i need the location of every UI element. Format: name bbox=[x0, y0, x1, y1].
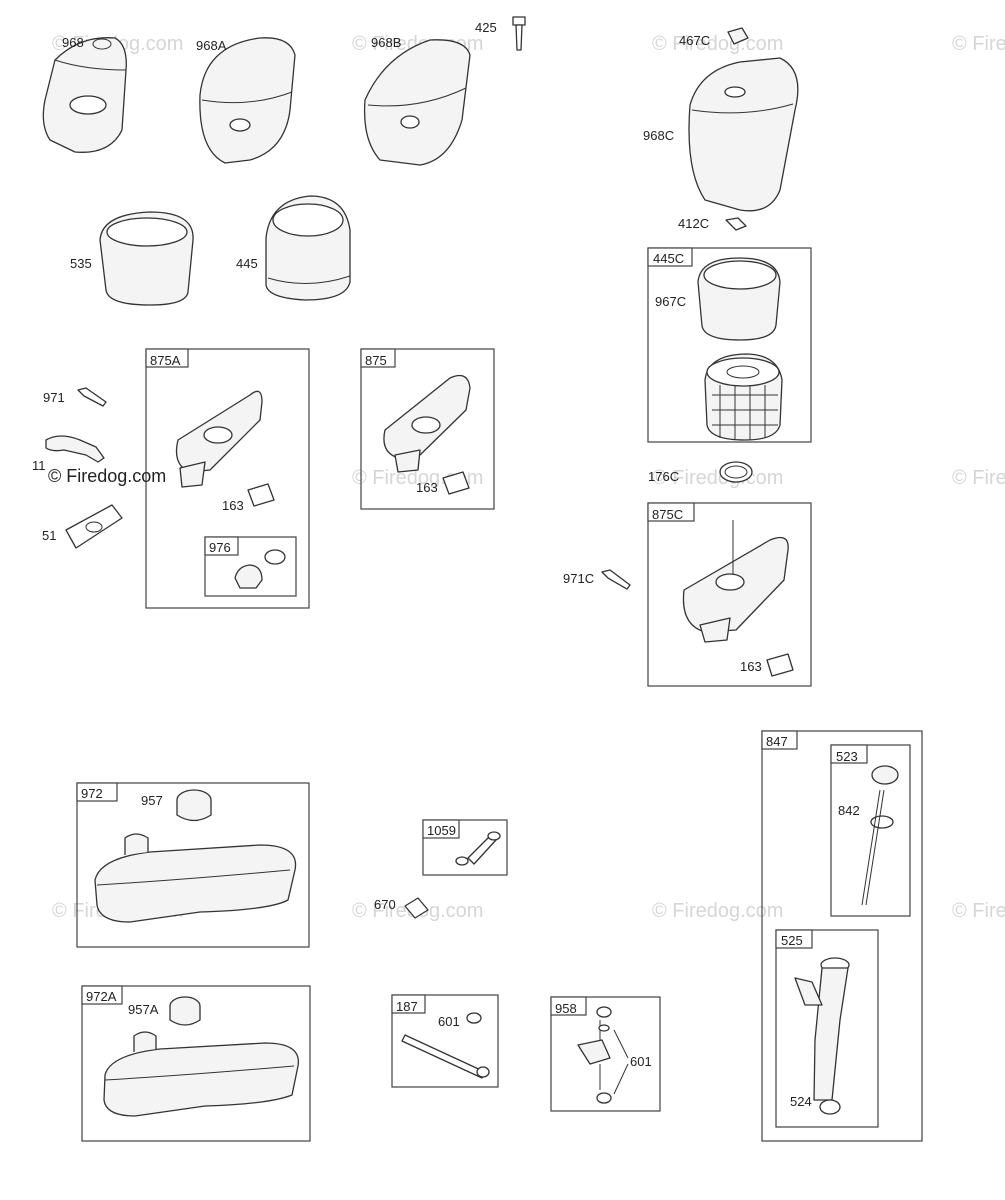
label-601: 601 bbox=[630, 1054, 652, 1069]
label-163: 163 bbox=[740, 659, 762, 674]
label-971c: 971C bbox=[563, 571, 594, 586]
label-467c: 467C bbox=[679, 33, 710, 48]
label-524: 524 bbox=[790, 1094, 812, 1109]
assembly-1059 bbox=[422, 819, 508, 876]
label-968: 968 bbox=[62, 35, 84, 50]
label-968c: 968C bbox=[643, 128, 674, 143]
label-445: 445 bbox=[236, 256, 258, 271]
label-976: 976 bbox=[209, 540, 231, 555]
part-968b-cover bbox=[363, 39, 471, 166]
label-163: 163 bbox=[416, 480, 438, 495]
label-187: 187 bbox=[396, 999, 418, 1014]
assembly-187 bbox=[391, 994, 499, 1088]
label-875c: 875C bbox=[652, 507, 683, 522]
label-11: 11 bbox=[32, 458, 46, 473]
label-525: 525 bbox=[781, 933, 803, 948]
part-labels: 968 968A 968B 425 467C 968C 412C 535 445… bbox=[32, 20, 860, 1109]
label-601: 601 bbox=[438, 1014, 460, 1029]
part-535-precleaner bbox=[99, 211, 194, 306]
part-425-screw bbox=[512, 16, 526, 51]
watermark: © Firedog.com bbox=[952, 33, 1005, 55]
label-523: 523 bbox=[836, 749, 858, 764]
label-967c: 967C bbox=[655, 294, 686, 309]
assembly-875a bbox=[145, 348, 310, 609]
part-968-cover bbox=[42, 37, 127, 153]
label-51: 51 bbox=[42, 528, 56, 543]
label-875: 875 bbox=[365, 353, 387, 368]
label-425: 425 bbox=[475, 20, 497, 35]
label-957a: 957A bbox=[128, 1002, 159, 1017]
part-971-bolt bbox=[77, 387, 107, 407]
assembly-958 bbox=[550, 996, 661, 1112]
label-972a: 972A bbox=[86, 989, 117, 1004]
watermark: © Firedog.com bbox=[952, 467, 1005, 489]
assembly-972a bbox=[81, 985, 311, 1142]
label-445c: 445C bbox=[653, 251, 684, 266]
label-535: 535 bbox=[70, 256, 92, 271]
part-412c-clip bbox=[725, 217, 747, 231]
part-971c-bolt bbox=[601, 569, 631, 590]
part-445-filter bbox=[265, 195, 351, 301]
label-412c: 412C bbox=[678, 216, 709, 231]
label-957: 957 bbox=[141, 793, 163, 808]
watermark: © Firedog.com bbox=[652, 900, 783, 922]
label-670: 670 bbox=[374, 897, 396, 912]
watermark: © Firedog.com bbox=[652, 33, 783, 55]
label-847: 847 bbox=[766, 734, 788, 749]
part-51-gasket bbox=[65, 504, 123, 549]
label-958: 958 bbox=[555, 1001, 577, 1016]
part-968c-cover bbox=[688, 57, 799, 212]
assembly-847 bbox=[761, 730, 923, 1142]
label-1059: 1059 bbox=[427, 823, 456, 838]
assembly-445c bbox=[647, 247, 812, 443]
assembly-875 bbox=[360, 348, 495, 510]
part-467c-knob bbox=[727, 27, 749, 45]
assembly-972 bbox=[76, 782, 310, 948]
assembly-875c bbox=[647, 502, 812, 687]
label-875a: 875A bbox=[150, 353, 181, 368]
label-968a: 968A bbox=[196, 38, 227, 53]
label-163: 163 bbox=[222, 498, 244, 513]
leader-lines bbox=[613, 1029, 629, 1095]
part-176c-gasket bbox=[719, 461, 753, 483]
label-971: 971 bbox=[43, 390, 65, 405]
part-670-bushing bbox=[404, 897, 429, 919]
part-968a-cover bbox=[199, 37, 296, 164]
label-176c: 176C bbox=[648, 469, 679, 484]
label-968b: 968B bbox=[371, 35, 401, 50]
label-842: 842 bbox=[838, 803, 860, 818]
part-11-tube bbox=[45, 435, 105, 463]
label-972: 972 bbox=[81, 786, 103, 801]
watermark: © Firedog.com bbox=[952, 900, 1005, 922]
copyright-notice: © Firedog.com bbox=[48, 466, 167, 486]
